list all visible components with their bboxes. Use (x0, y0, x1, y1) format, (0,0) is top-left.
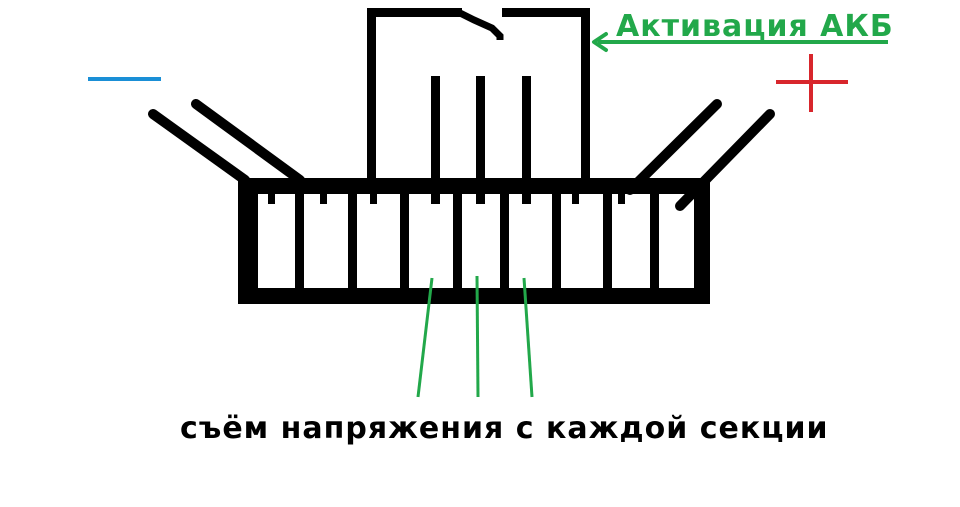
activation-box-left-wall (367, 8, 376, 180)
battery-right-wall (694, 178, 710, 304)
cell-terminal (572, 190, 579, 204)
arrow-left-icon (592, 32, 608, 52)
battery-body (238, 178, 710, 304)
right-lead-inner (625, 99, 722, 195)
cell-terminal (320, 190, 327, 204)
cell-terminal (268, 190, 275, 204)
cell-divider (500, 178, 509, 304)
cell-divider (603, 178, 612, 304)
battery-bottom-bar (238, 288, 710, 304)
activation-box-top-left (367, 8, 462, 17)
activation-box-right-wall (581, 8, 590, 180)
activation-label: Активация АКБ (616, 9, 894, 44)
right-lead-outer (675, 109, 775, 211)
voltage-sensing-leads (416, 275, 534, 398)
activation-box-top-right (502, 8, 590, 17)
cell-divider (453, 178, 462, 304)
cell-terminal (370, 190, 377, 204)
plus-terminal-icon (776, 54, 848, 112)
cell-divider (400, 178, 409, 304)
cell-divider (295, 178, 304, 304)
activation-box-lid (456, 8, 504, 40)
inner-rod (431, 76, 440, 204)
caption: съём напряжения с каждой секции (180, 411, 829, 446)
battery-left-wall (238, 178, 258, 304)
activation-annotation: Активация АКБ (592, 9, 894, 52)
sense-lead (475, 275, 480, 398)
left-lead-inner (191, 99, 305, 185)
cell-terminal (618, 190, 625, 204)
left-lead-outer (148, 109, 250, 185)
terminal-leads (148, 99, 775, 211)
activation-box (367, 8, 590, 204)
sense-lead (522, 277, 534, 398)
cell-divider (650, 178, 659, 304)
sense-lead (416, 277, 434, 398)
inner-rod (476, 76, 485, 204)
inner-rod (522, 76, 531, 204)
cell-divider (348, 178, 357, 304)
cell-divider (552, 178, 561, 304)
